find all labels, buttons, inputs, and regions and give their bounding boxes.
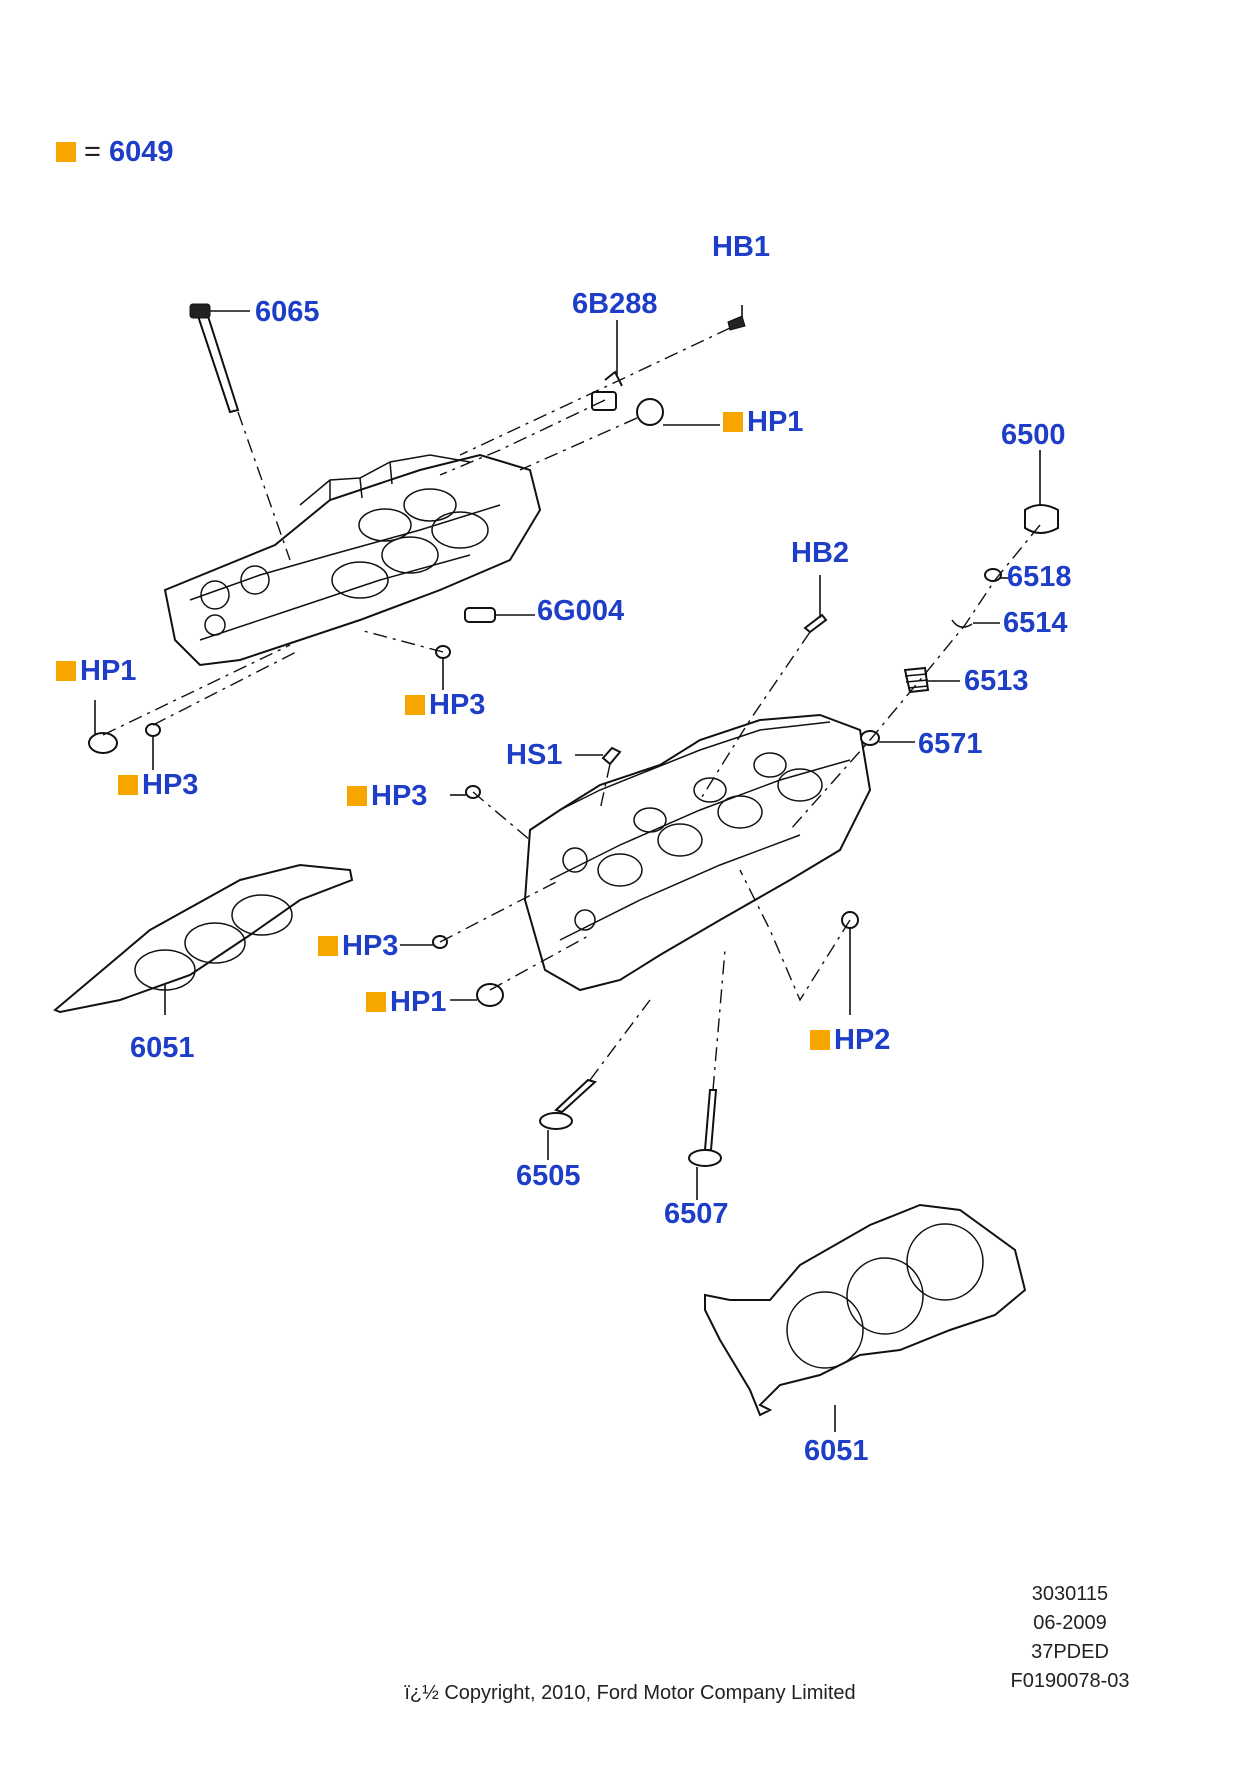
callout-6051-left: 6051: [130, 1032, 195, 1064]
copyright-notice: ï¿½ Copyright, 2010, Ford Motor Company …: [404, 1682, 856, 1704]
callout-hb2: HB2: [791, 537, 850, 569]
callout-6g004: 6G004: [537, 595, 625, 627]
callout-6513: 6513: [964, 665, 1029, 697]
callout-hb1: HB1: [712, 231, 771, 263]
callout-hs1: HS1: [506, 739, 563, 771]
meta-line-2: 06-2009: [1033, 1612, 1107, 1634]
centre-lines: [102, 327, 1041, 1091]
callout-6507: 6507: [664, 1198, 729, 1230]
document-metadata: 3030115 06-2009 37PDED F0190078-03: [990, 1580, 1150, 1696]
callout-6065: 6065: [255, 296, 320, 328]
callout-6051-right: 6051: [804, 1435, 869, 1467]
head-gasket-left: [53, 863, 354, 1014]
meta-line-4: F0190078-03: [1010, 1670, 1130, 1692]
legend-marker: [56, 142, 76, 162]
marker-square: [366, 992, 386, 1012]
marker-square: [56, 661, 76, 681]
cylinder-head-lower: [523, 713, 872, 992]
callout-6518: 6518: [1007, 561, 1072, 593]
callout-hp1-lower: HP1: [366, 988, 446, 1017]
callout-hp2: HP2: [810, 1026, 890, 1055]
legend: =6049: [56, 138, 173, 167]
marker-square: [405, 695, 425, 715]
callout-6500: 6500: [1001, 419, 1066, 451]
marker-square: [318, 936, 338, 956]
leader-lines: [94, 305, 1041, 1432]
callout-hp3-low: HP3: [118, 771, 198, 800]
meta-line-3: 37PDED: [1031, 1641, 1109, 1663]
callout-hp3-lower: HP3: [318, 932, 398, 961]
marker-square: [723, 412, 743, 432]
callout-hp1-top: HP1: [723, 408, 803, 437]
callout-6571: 6571: [918, 728, 983, 760]
legend-equals: =: [84, 136, 101, 168]
callout-hp3-mid: HP3: [347, 782, 427, 811]
callout-hp1-left: HP1: [56, 657, 136, 686]
callout-6514: 6514: [1003, 607, 1068, 639]
callout-6505: 6505: [516, 1160, 581, 1192]
marker-square: [810, 1030, 830, 1050]
marker-square: [347, 786, 367, 806]
marker-square: [118, 775, 138, 795]
legend-code: 6049: [108, 136, 174, 168]
meta-line-1: 3030115: [1031, 1583, 1109, 1605]
cylinder-head-upper: [163, 453, 542, 667]
head-gasket-right: [704, 1203, 1027, 1417]
callout-hp3-left: HP3: [405, 691, 485, 720]
callout-6b288: 6B288: [572, 288, 658, 320]
small-parts: [88, 303, 1059, 1167]
